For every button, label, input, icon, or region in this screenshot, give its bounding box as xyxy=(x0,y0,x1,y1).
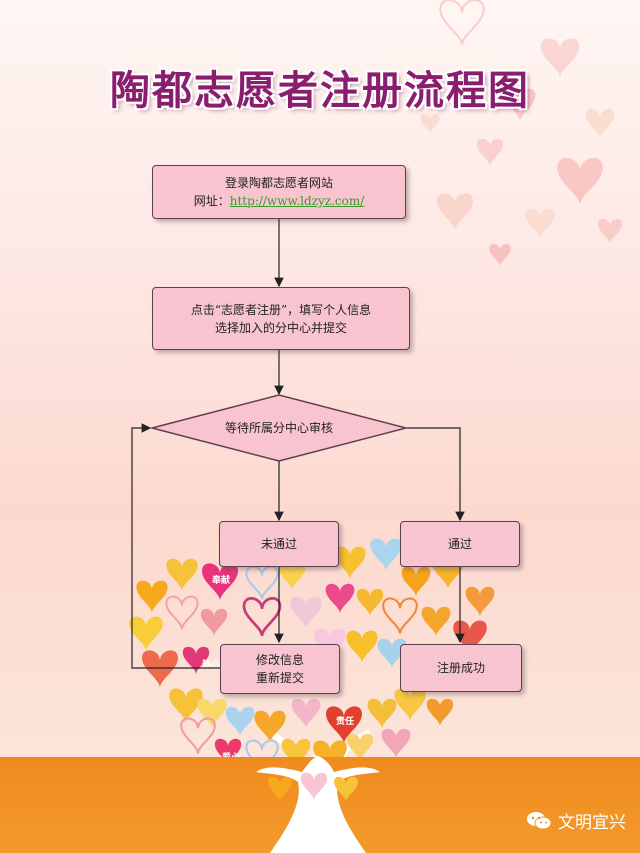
fail-result-box: 未通过 xyxy=(219,521,339,567)
register-step-line1: 点击“志愿者注册”，填写个人信息 xyxy=(191,301,371,319)
login-url-link[interactable]: http://www.ldzyz.com/ xyxy=(230,194,365,208)
modify-step-line1: 修改信息 xyxy=(256,651,304,669)
login-step-text: 登录陶都志愿者网站 xyxy=(225,174,333,192)
modify-step-line2: 重新提交 xyxy=(256,669,304,687)
wechat-icon xyxy=(526,811,552,831)
modify-resubmit-step: 修改信息 重新提交 xyxy=(220,644,340,694)
pass-result-box: 通过 xyxy=(400,521,520,567)
review-decision-label: 等待所属分中心审核 xyxy=(152,414,406,440)
login-url-line: 网址：http://www.ldzyz.com/ xyxy=(194,192,365,210)
registration-success-step: 注册成功 xyxy=(400,644,522,692)
login-website-step: 登录陶都志愿者网站 网址：http://www.ldzyz.com/ xyxy=(152,165,406,219)
login-url-label: 网址： xyxy=(194,194,230,208)
wechat-watermark: 文明宜兴 xyxy=(526,808,626,833)
watermark-text: 文明宜兴 xyxy=(558,808,626,833)
register-step: 点击“志愿者注册”，填写个人信息 选择加入的分中心并提交 xyxy=(152,287,410,350)
register-step-line2: 选择加入的分中心并提交 xyxy=(215,319,347,337)
